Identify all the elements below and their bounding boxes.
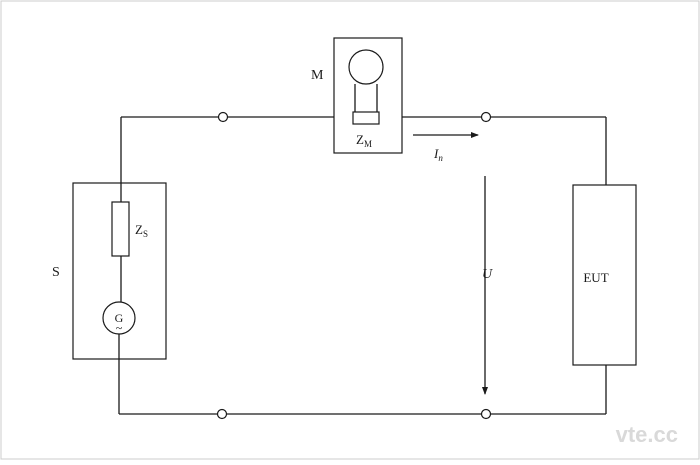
meter-impedance-label: ZM (356, 132, 372, 149)
current-subscript: n (438, 153, 443, 163)
source-impedance-resistor (111, 201, 130, 257)
current-label: In (433, 146, 443, 163)
source-impedance-label: ZS (135, 222, 148, 239)
current-main: I (433, 146, 439, 161)
source-impedance-subscript: S (143, 229, 148, 239)
meter-label: M (311, 68, 324, 83)
voltage-label: U (482, 267, 493, 282)
terminal-bottom-left (216, 408, 228, 420)
eut-label: EUT (583, 270, 608, 285)
source-label: S (52, 265, 60, 280)
terminal-bottom-right (480, 408, 492, 420)
meter-impedance-element (352, 111, 380, 125)
terminal-top-right (480, 111, 492, 123)
meter-impedance-subscript: M (364, 139, 372, 149)
generator-label: G (115, 311, 124, 325)
eut-box (572, 184, 637, 366)
source-impedance-main: Z (135, 222, 143, 237)
watermark: vte.cc (616, 422, 678, 447)
generator-wave-label: ~ (116, 321, 123, 335)
meter-dial (348, 49, 384, 85)
terminal-top-left (217, 111, 229, 123)
meter-impedance-main: Z (356, 132, 364, 147)
